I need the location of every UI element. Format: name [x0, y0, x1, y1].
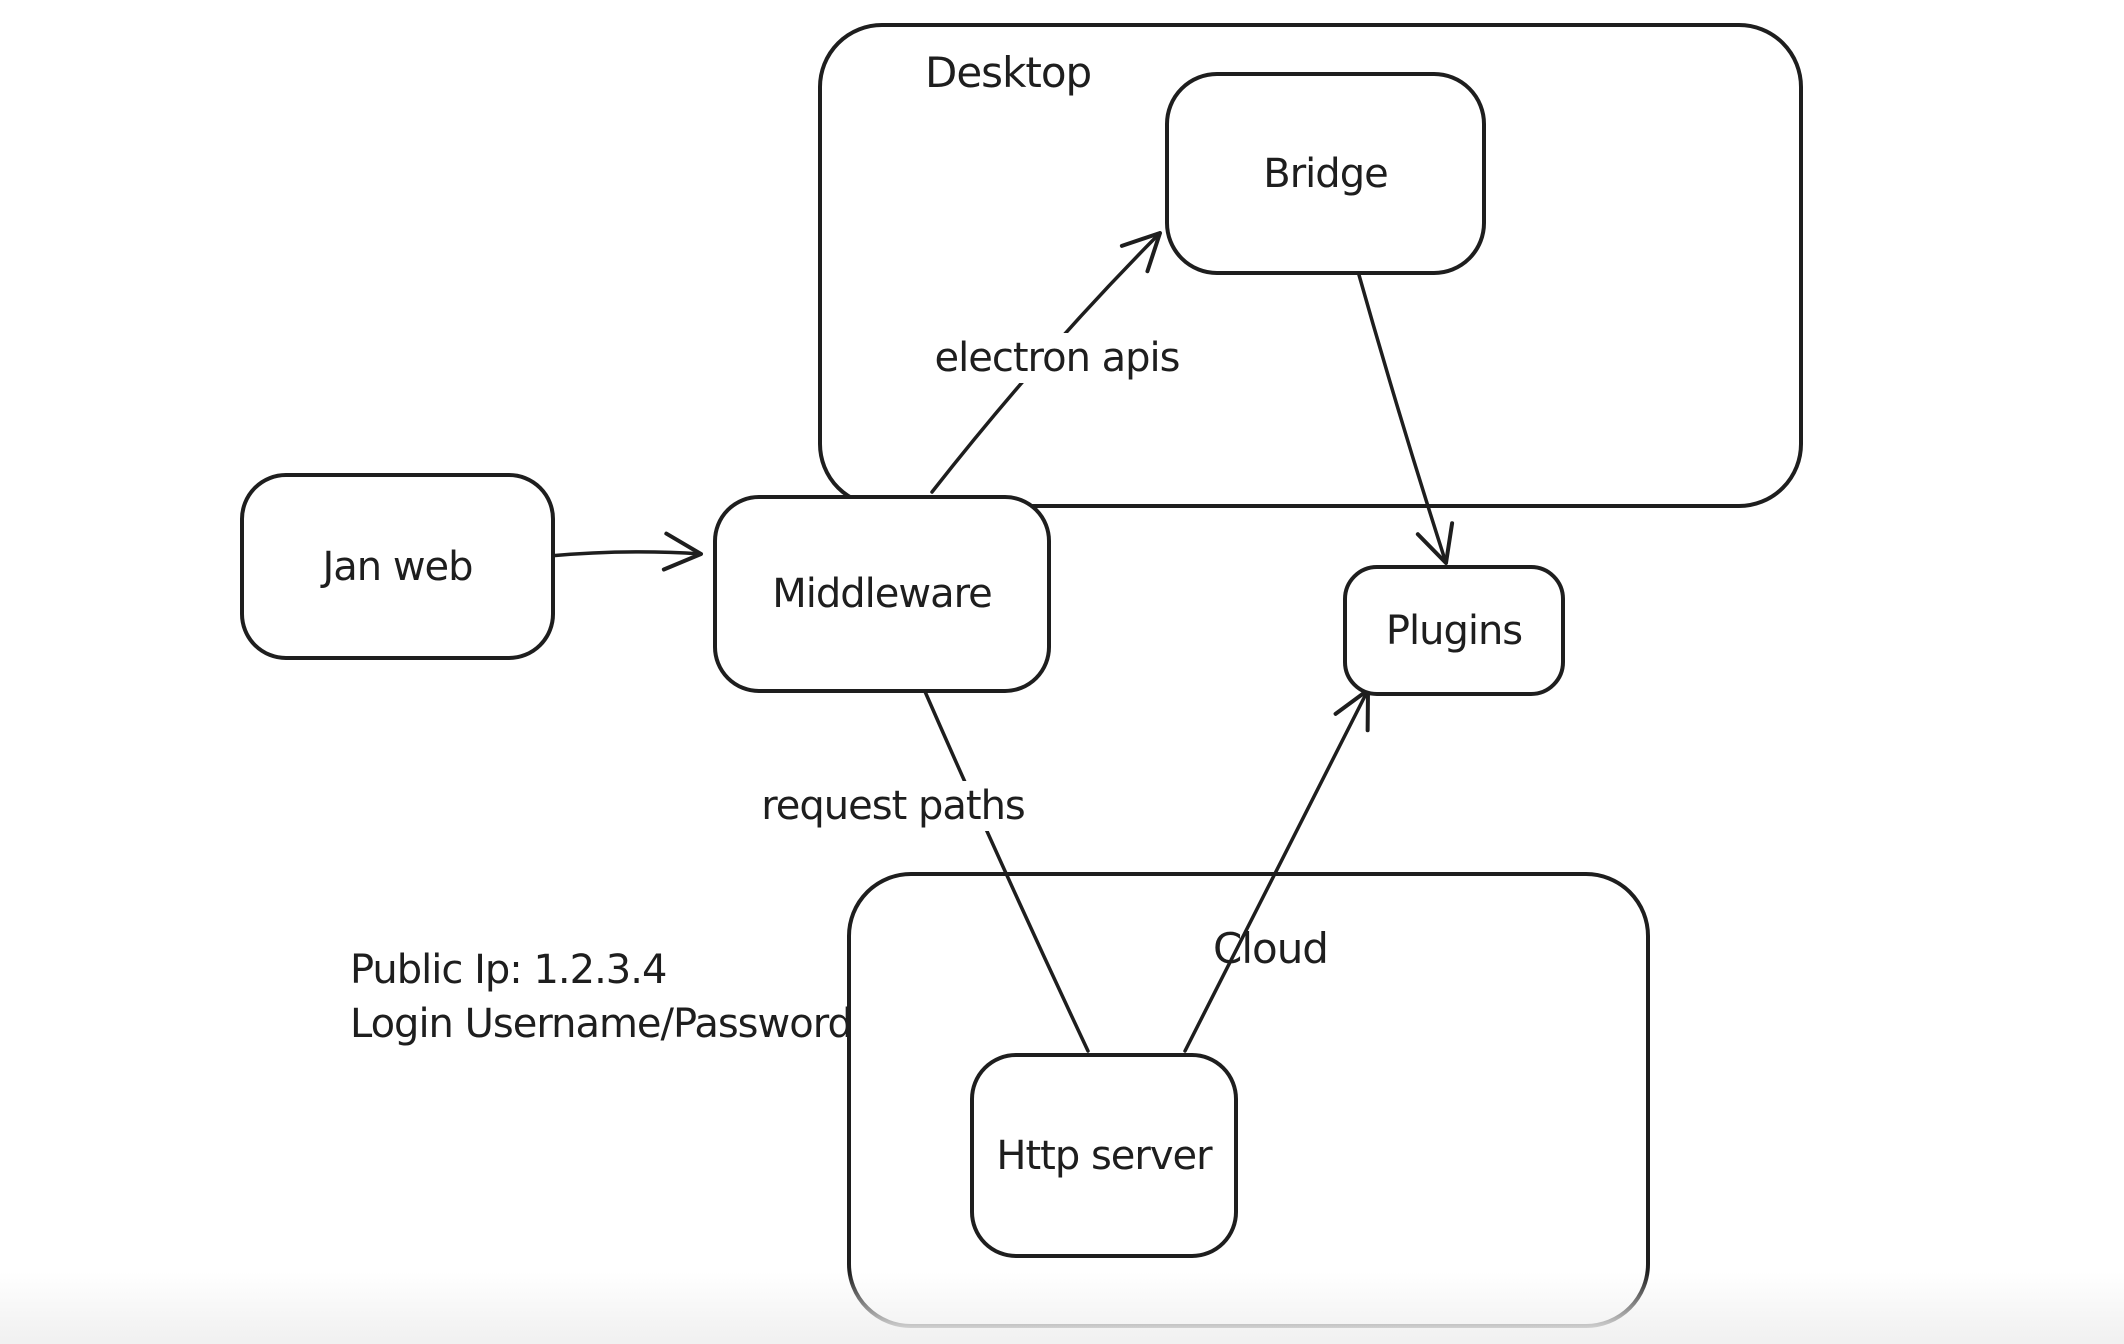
desktop-group-label: Desktop: [925, 48, 1092, 97]
annotation-block: Public Ip: 1.2.3.4 Login Username/Passwo…: [350, 943, 853, 1051]
node-http-server: Http server: [970, 1053, 1238, 1258]
edge-label-electron-apis: electron apis: [924, 333, 1190, 383]
edge-bridge-to-plugins: [1355, 266, 1455, 565]
node-bridge: Bridge: [1165, 72, 1486, 275]
annotation-login: Login Username/Password: [350, 1001, 853, 1047]
node-jan-web-label: Jan web: [322, 543, 473, 590]
edge-httpserver-to-plugins: [1183, 688, 1370, 1053]
node-jan-web: Jan web: [240, 473, 555, 660]
bottom-page-fade: [0, 1272, 2124, 1344]
annotation-public-ip: Public Ip: 1.2.3.4: [350, 947, 667, 993]
desktop-group-box: [818, 23, 1803, 508]
node-plugins: Plugins: [1343, 565, 1565, 696]
node-plugins-label: Plugins: [1385, 607, 1523, 654]
edge-label-request-paths: request paths: [751, 781, 1035, 831]
node-bridge-label: Bridge: [1263, 150, 1388, 197]
node-middleware: Middleware: [713, 495, 1051, 693]
node-http-server-label: Http server: [996, 1132, 1212, 1179]
node-middleware-label: Middleware: [772, 571, 993, 617]
edge-janweb-to-middleware: [547, 531, 703, 572]
cloud-group-label: Cloud: [1213, 924, 1329, 973]
edge-middleware-to-httpserver: [921, 685, 1090, 1053]
